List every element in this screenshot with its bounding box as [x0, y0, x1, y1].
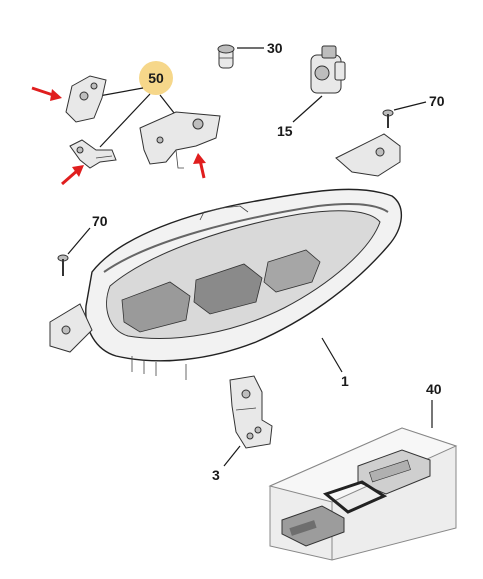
part-15-actuator [310, 45, 346, 94]
callout-3: 3 [212, 467, 220, 483]
red-arrow-c [193, 153, 206, 179]
leader-50-a [98, 87, 144, 97]
red-arrow-b [61, 165, 84, 186]
callout-40: 40 [426, 381, 442, 397]
part-70-screw-top [382, 109, 394, 128]
part-50-bracket-c [139, 111, 221, 169]
leader-3 [223, 445, 241, 467]
callout-50-badge [139, 61, 173, 95]
part-1-headlamp [49, 133, 402, 380]
leader-15 [292, 95, 323, 123]
part-40-kit-box [268, 427, 458, 561]
leader-1 [321, 337, 343, 373]
callout-70-top: 70 [429, 93, 445, 109]
callout-15: 15 [277, 123, 293, 139]
part-50-bracket-b [69, 139, 117, 169]
callout-30: 30 [267, 40, 283, 56]
callout-50: 50 [148, 70, 164, 86]
leader-70-left [67, 227, 91, 255]
leader-50-b [99, 93, 151, 148]
part-70-screw-left [57, 254, 69, 276]
part-50-bracket-a [65, 75, 107, 123]
callout-1: 1 [341, 373, 349, 389]
leader-70-top [393, 101, 427, 111]
red-arrow-a [31, 86, 62, 101]
part-30-clip [217, 44, 235, 69]
part-3-bracket [229, 375, 273, 449]
callout-70-left: 70 [92, 213, 108, 229]
